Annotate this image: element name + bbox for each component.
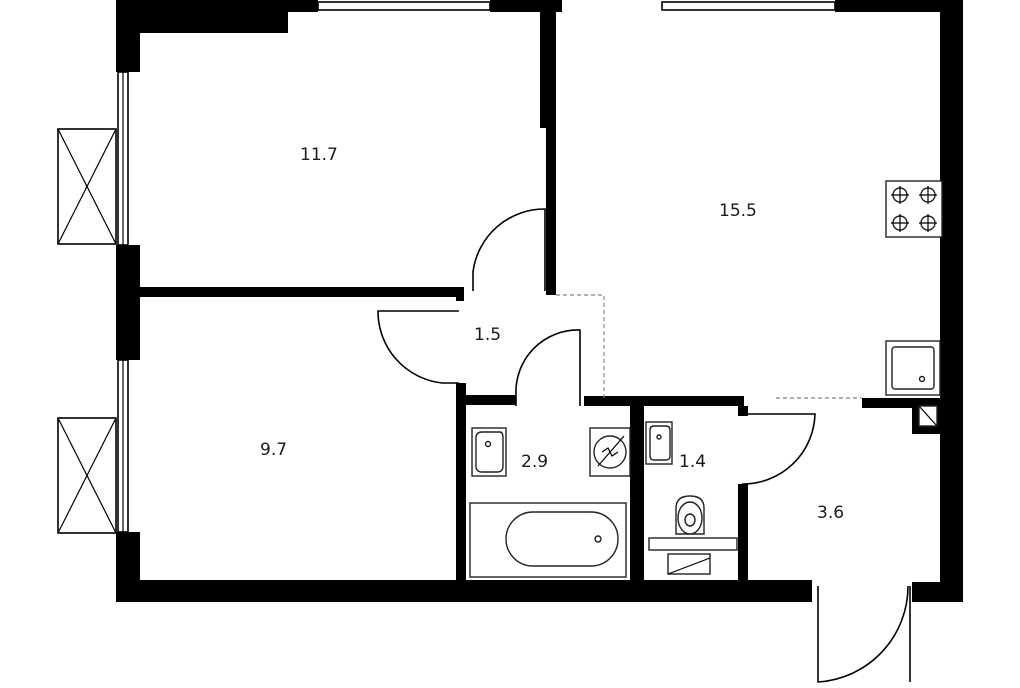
room-area-bedroom-top: 11.7	[300, 145, 338, 165]
windows	[117, 1, 836, 533]
toilet-bowl	[648, 495, 738, 551]
room-area-toilet: 1.4	[679, 452, 706, 472]
room-area-bathroom: 2.9	[521, 452, 548, 472]
room-area-corridor: 1.5	[474, 325, 501, 345]
washing-machine	[589, 427, 631, 477]
area-labels: 11.7 15.5 1.5 9.7 2.9 1.4 3.6	[260, 145, 844, 523]
tile-stub	[667, 553, 711, 575]
walls	[116, 0, 963, 602]
kitchen-sink	[885, 340, 941, 396]
doors	[377, 208, 911, 683]
room-area-bedroom-bottom: 9.7	[260, 440, 287, 460]
room-area-hallway: 3.6	[817, 503, 844, 523]
balcony-boxes	[57, 128, 117, 534]
shaft	[918, 405, 938, 427]
stove	[885, 180, 943, 238]
toilet-sink	[645, 421, 673, 465]
bathtub	[469, 502, 627, 578]
room-area-living-kitchen: 15.5	[719, 201, 757, 221]
bathroom-sink	[471, 427, 507, 477]
